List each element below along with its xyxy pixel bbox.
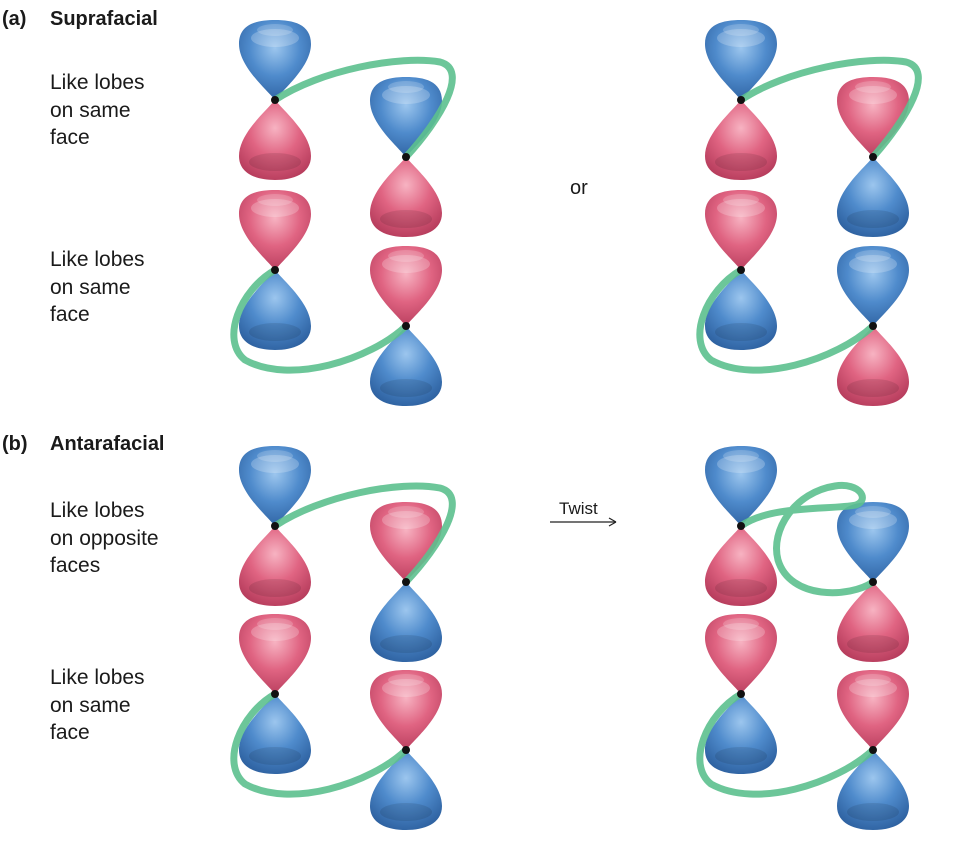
label-line: on opposite [50,526,159,550]
node-dot [737,522,745,530]
label-line: faces [50,554,101,577]
ribbon-b-bottom-right [696,690,877,798]
label-line: on same [50,693,131,717]
twist-arrow [550,517,617,527]
node-dot [869,578,877,586]
node-dot [402,153,410,161]
section-b-title: Antarafacial [50,433,165,455]
node-dot [271,266,279,274]
ribbon-a-top [271,56,456,161]
or-connector: or [570,177,588,199]
label-line: on same [50,275,131,299]
node-dot [737,96,745,104]
section-b-letter: (b) [2,433,28,455]
ribbon-b-bottom [230,690,410,798]
ribbon-a-bottom [230,266,410,374]
section-a-label-bottom: Like lobes on same face [50,246,220,329]
ribbon-a-bottom-right [696,266,877,374]
node-dot [737,266,745,274]
ribbon-a-top-right [737,56,922,161]
node-dot [271,522,279,530]
section-a-title: Suprafacial [50,8,158,30]
node-dot [402,578,410,586]
node-dot [869,746,877,754]
section-a-label-top: Like lobes on same face [50,69,220,152]
section-b-label-bottom: Like lobes on same face [50,664,220,747]
node-dot [271,96,279,104]
label-line: on same [50,98,131,122]
node-dot [271,690,279,698]
label-line: face [50,126,90,149]
section-b-label-top: Like lobes on opposite faces [50,497,220,580]
label-line: Like lobes [50,666,145,689]
section-a-letter: (a) [2,8,27,30]
ribbon-b-twist [737,481,877,597]
node-dot [737,690,745,698]
node-dot [402,322,410,330]
node-dot [869,322,877,330]
label-line: face [50,721,90,744]
twist-label: Twist [559,499,598,518]
label-line: Like lobes [50,499,145,522]
node-dot [402,746,410,754]
ribbon-b-top [271,482,456,586]
label-line: Like lobes [50,248,145,271]
node-dot [869,153,877,161]
label-line: Like lobes [50,71,145,94]
label-line: face [50,303,90,326]
